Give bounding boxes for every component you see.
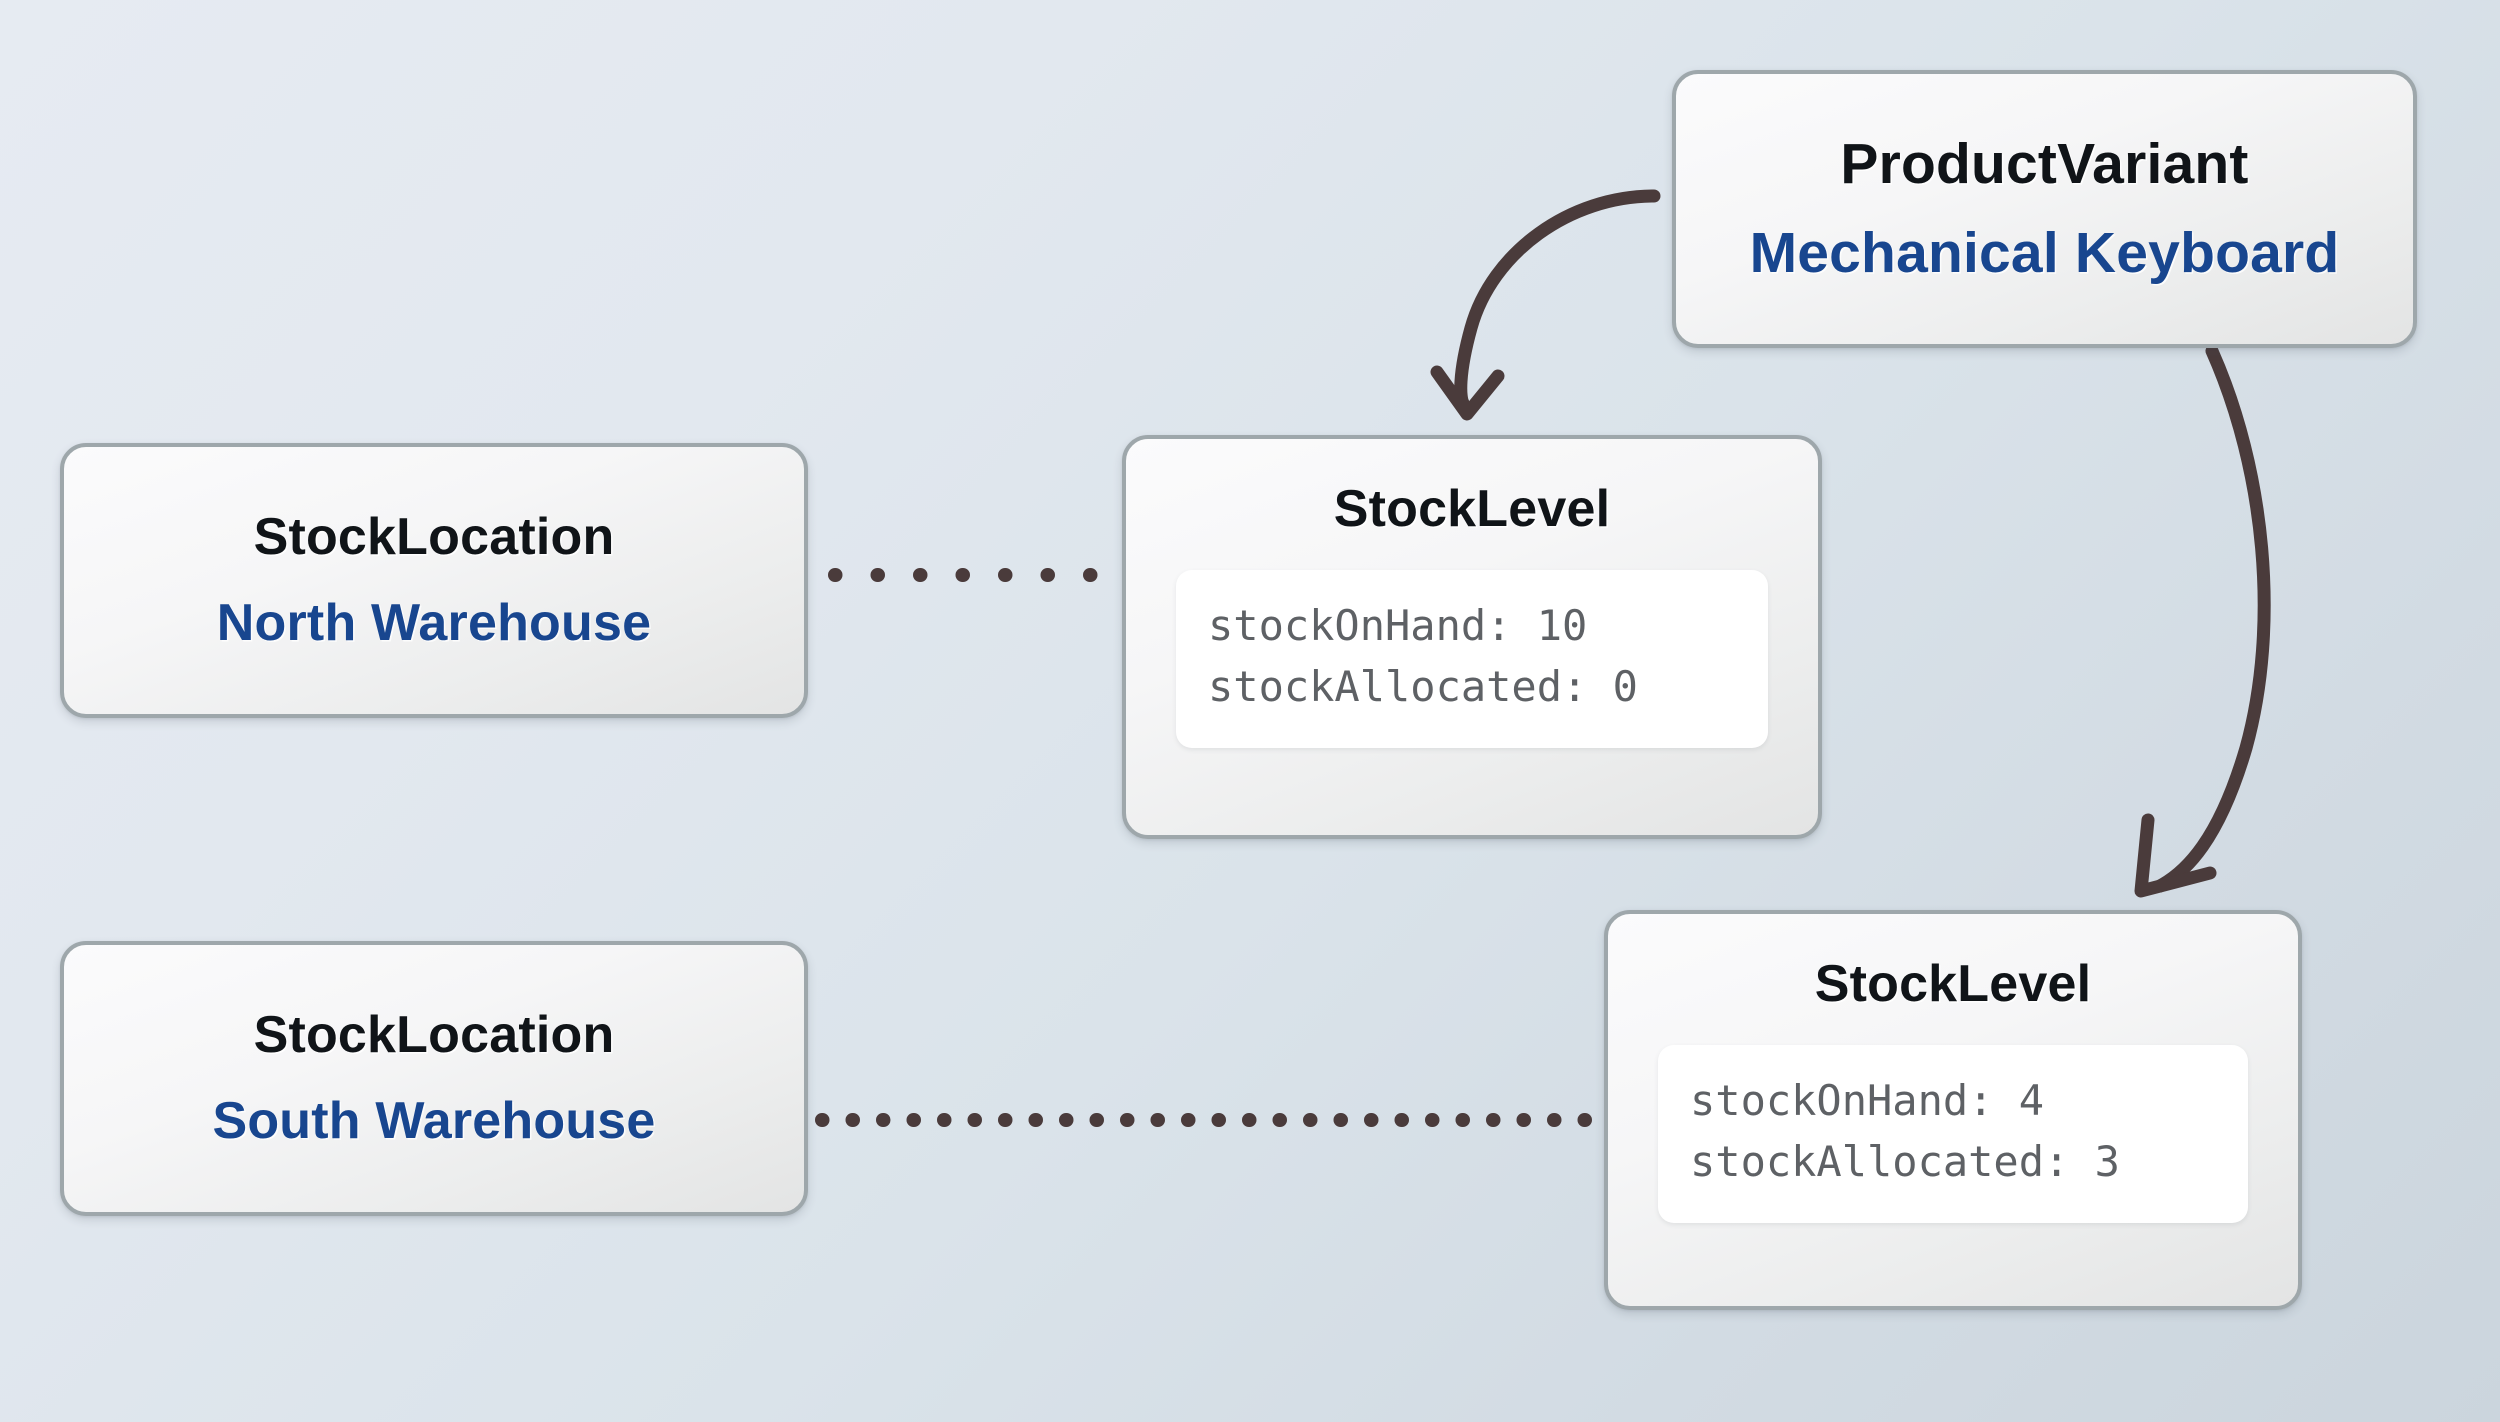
property-box: stockOnHand: 10 stockAllocated: 0 [1176, 570, 1768, 748]
property-stock-allocated: stockAllocated: 0 [1208, 662, 1638, 712]
node-type-label: StockLevel [1814, 955, 2092, 1013]
node-type-label: StockLevel [1333, 480, 1611, 538]
node-type-label: ProductVariant [1840, 132, 2249, 197]
node-type-label: StockLocation [253, 508, 615, 567]
edge-variant-to-stock-level-2 [2134, 344, 2271, 898]
node-stock-location-south[interactable]: StockLocation South Warehouse [60, 941, 808, 1216]
node-stock-location-north[interactable]: StockLocation North Warehouse [60, 443, 808, 718]
property-stock-on-hand: stockOnHand: 10 [1208, 601, 1588, 651]
property-box: stockOnHand: 4 stockAllocated: 3 [1658, 1045, 2248, 1223]
property-stock-allocated: stockAllocated: 3 [1690, 1137, 2120, 1187]
node-name-label: North Warehouse [216, 593, 652, 652]
property-stock-on-hand: stockOnHand: 4 [1690, 1076, 2045, 1126]
node-stock-level-1[interactable]: StockLevel stockOnHand: 10 stockAllocate… [1122, 435, 1822, 839]
edge-variant-to-stock-level-1 [1430, 189, 1661, 421]
node-product-variant[interactable]: ProductVariant Mechanical Keyboard [1672, 70, 2417, 348]
node-name-label: Mechanical Keyboard [1749, 221, 2340, 285]
node-type-label: StockLocation [253, 1006, 615, 1065]
node-name-label: South Warehouse [212, 1091, 656, 1150]
node-stock-level-2[interactable]: StockLevel stockOnHand: 4 stockAllocated… [1604, 910, 2302, 1310]
